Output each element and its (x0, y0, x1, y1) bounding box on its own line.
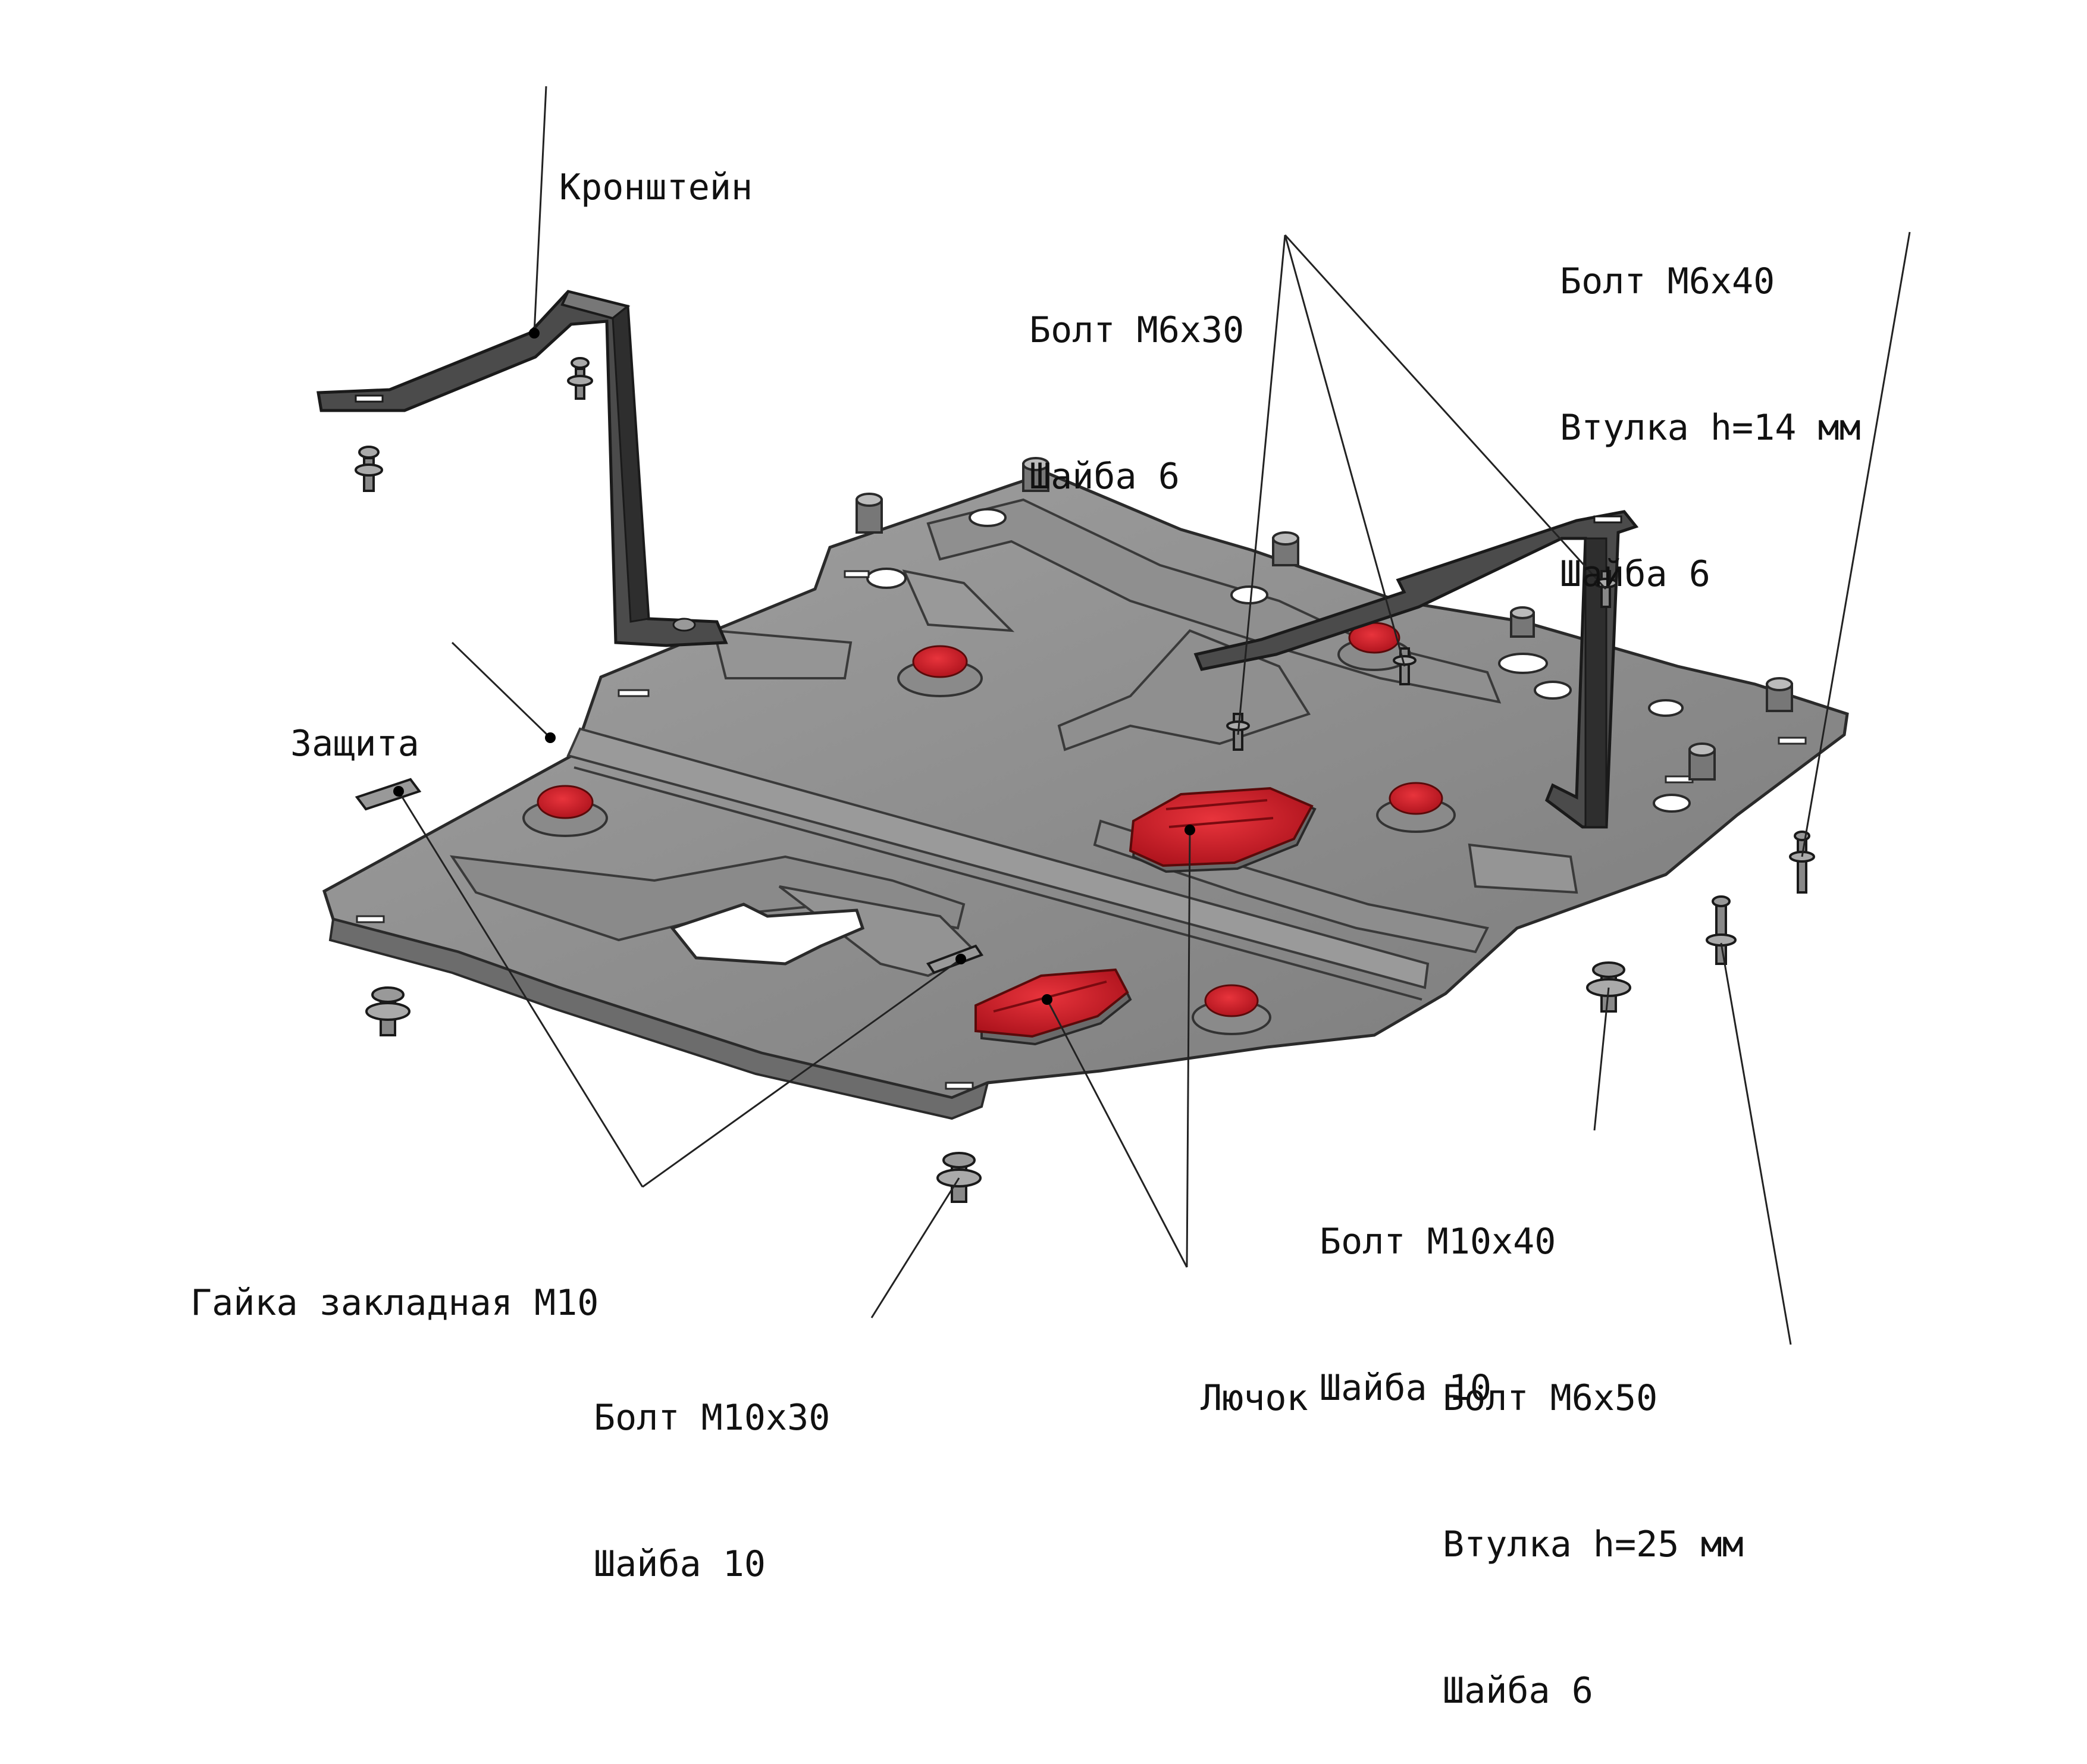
label-bolt-m10x30-line2: Шайба 10 (594, 1543, 766, 1585)
label-bolt-m6x30: Болт М6х30 Шайба 6 (1029, 208, 1244, 550)
label-guard-text: Защита (290, 723, 419, 764)
label-bolt-m6x50-line2: Втулка h=25 мм (1443, 1524, 1744, 1565)
rubber-plugs (522, 622, 1456, 1035)
label-embedded-nut: Гайка закладная М10 (190, 1181, 598, 1376)
label-bolt-m10x40: Болт М10х40 Шайба 10 (1320, 1120, 1556, 1461)
label-bolt-m6x40: Болт М6х40 Втулка h=14 мм Шайба 6 (1560, 159, 1861, 647)
label-hatch: Лючок (1201, 1276, 1308, 1471)
label-bracket-text: Кронштейн (559, 167, 753, 208)
label-hatch-text: Лючок (1201, 1377, 1308, 1419)
label-bolt-m6x40-line1: Болт М6х40 (1560, 261, 1775, 302)
label-guard: Защита (290, 622, 419, 817)
hatch-front (974, 968, 1132, 1046)
label-bolt-m6x30-line1: Болт М6х30 (1029, 309, 1245, 351)
label-bolt-m6x50-line1: Болт М6х50 (1443, 1377, 1658, 1419)
label-bolt-m10x40-line2: Шайба 10 (1320, 1367, 1491, 1409)
hatch-center (1129, 787, 1317, 873)
label-embedded-nut-text: Гайка закладная М10 (190, 1282, 599, 1324)
leader-lines (397, 86, 1911, 1345)
label-bolt-m6x50: Болт М6х50 Втулка h=25 мм Шайба 6 (1443, 1276, 1744, 1764)
fasteners (355, 357, 1815, 1203)
label-bracket: Кронштейн (559, 65, 753, 261)
assembly-diagram (317, 86, 1911, 1345)
bracket-right (1193, 510, 1639, 829)
label-bolt-m10x40-line1: Болт М10х40 (1320, 1221, 1556, 1262)
label-bolt-m10x30: Болт М10х30 Шайба 10 (594, 1296, 830, 1637)
label-bolt-m10x30-line1: Болт М10х30 (594, 1397, 831, 1439)
label-bolt-m6x30-line2: Шайба 6 (1029, 456, 1180, 497)
bracket-left (317, 290, 728, 647)
label-bolt-m6x50-line3: Шайба 6 (1443, 1670, 1593, 1712)
leader-dots (393, 328, 1195, 1005)
label-bolt-m6x40-line3: Шайба 6 (1560, 553, 1710, 595)
label-bolt-m6x40-line2: Втулка h=14 мм (1560, 407, 1861, 449)
plate-bushings (856, 457, 1793, 781)
